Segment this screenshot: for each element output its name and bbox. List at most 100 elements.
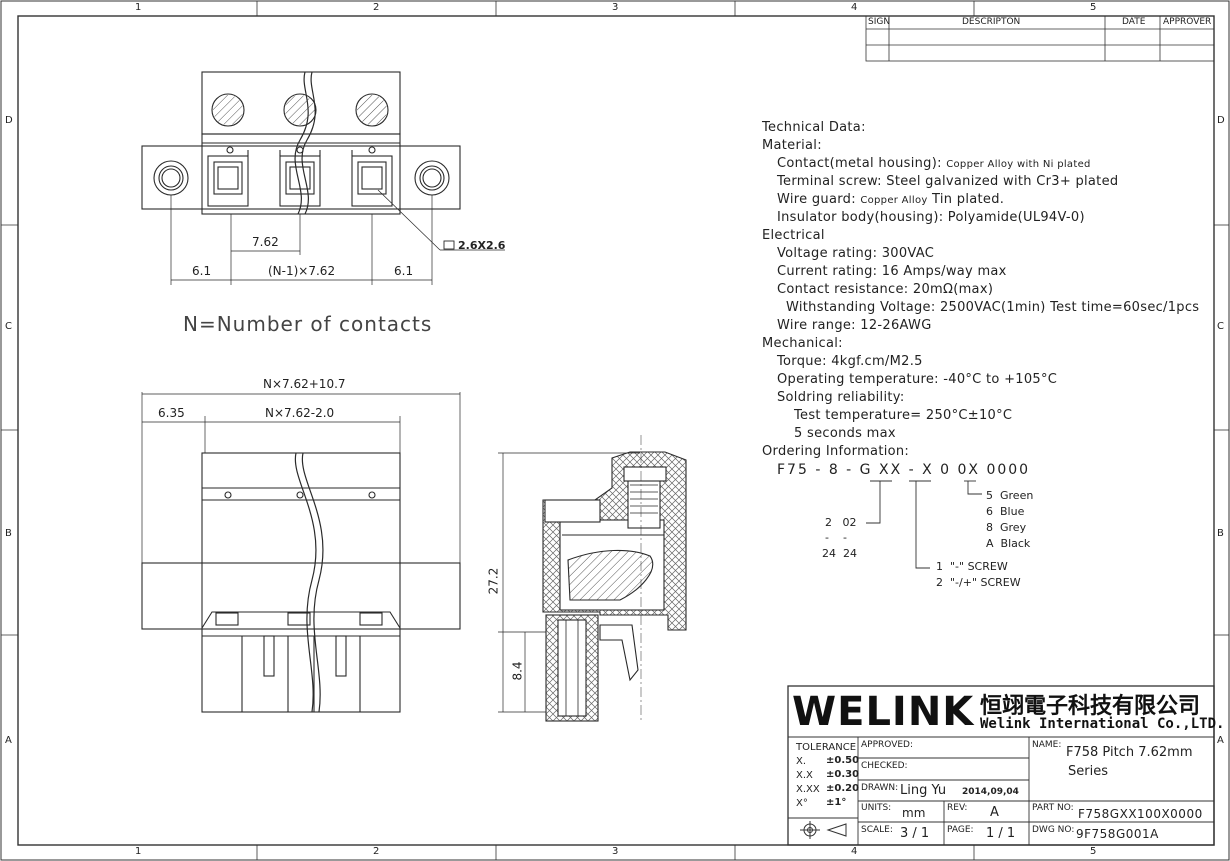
tech-contact-resistance: Contact resistance: 20mΩ(max) xyxy=(777,282,994,297)
dim-left-flange: 6.35 xyxy=(158,406,185,420)
scale-label: SCALE: xyxy=(861,825,893,835)
row-label-a-left: A xyxy=(5,735,12,746)
dim-left-offset: 6.1 xyxy=(192,264,212,278)
col-label-1-bottom: 1 xyxy=(135,846,142,857)
col-label-2-top: 2 xyxy=(373,2,380,13)
dim-span: (N-1)×7.62 xyxy=(268,264,336,278)
tech-withstanding-voltage: Withstanding Voltage: 2500VAC(1min) Test… xyxy=(786,300,1200,315)
title-block-lines xyxy=(787,685,1215,846)
row-label-b-right: B xyxy=(1217,528,1224,539)
ordering-color-blue: 6 Blue xyxy=(986,505,1025,518)
rev-value: A xyxy=(990,805,999,820)
name-line-2: Series xyxy=(1068,764,1108,779)
name-line-1: F758 Pitch 7.62mm xyxy=(1066,745,1193,760)
note-number-of-contacts: N=Number of contacts xyxy=(183,312,433,336)
drawn-label: DRAWN: xyxy=(861,783,899,793)
tech-material: Material: xyxy=(762,138,822,153)
col-label-5-bottom: 5 xyxy=(1090,846,1097,857)
dim-right-offset: 6.1 xyxy=(394,264,414,278)
revision-table xyxy=(865,15,1215,62)
row-label-d-right: D xyxy=(1217,115,1225,126)
page-label: PAGE: xyxy=(947,825,974,835)
row-label-b-left: B xyxy=(5,528,12,539)
tech-wire-guard-label: Wire guard: xyxy=(777,192,856,207)
row-label-a-right: A xyxy=(1217,735,1224,746)
col-label-1-top: 1 xyxy=(135,2,142,13)
dim-pitch: 7.62 xyxy=(252,235,279,249)
tech-wire-guard: Wire guard: Copper Alloy Tin plated. xyxy=(777,192,1004,207)
ordering-range-bot: 24 24 xyxy=(822,547,857,560)
front-view xyxy=(141,392,461,713)
tol-val-2: ±0.20 xyxy=(826,783,860,794)
tech-soldering: Soldring reliability: xyxy=(777,390,905,405)
tech-contact-label: Contact(metal housing): xyxy=(777,156,942,171)
tech-wire-guard-plating: Tin plated. xyxy=(932,192,1005,207)
ordering-screw-1: 1 "-" SCREW xyxy=(936,560,1008,573)
tech-mechanical: Mechanical: xyxy=(762,336,843,351)
tech-contact-value: Copper Alloy with Ni plated xyxy=(946,159,1091,170)
tol-key-3: X° xyxy=(796,798,808,809)
tech-ordering: Ordering Information: xyxy=(762,444,910,459)
rev-header-description: DESCRIPTON xyxy=(962,17,1021,27)
part-no-label: PART NO: xyxy=(1032,803,1074,813)
ordering-screw-2: 2 "-/+" SCREW xyxy=(936,576,1021,589)
tech-wire-range: Wire range: 12-26AWG xyxy=(777,318,932,333)
dim-height: 27.2 xyxy=(486,567,501,595)
ordering-leaders xyxy=(866,480,982,569)
tech-test-temp: Test temperature= 250°C±10°C xyxy=(794,408,1013,423)
ordering-range-top: 2 02 xyxy=(825,516,857,529)
dwg-no-label: DWG NO: xyxy=(1032,825,1075,835)
rev-header-approver: APPROVER xyxy=(1163,17,1212,27)
units-value: mm xyxy=(902,806,926,820)
tech-terminal-screw: Terminal screw: Steel galvanized with Cr… xyxy=(777,174,1119,189)
rev-label: REV: xyxy=(947,803,968,813)
tech-contact: Contact(metal housing): Copper Alloy wit… xyxy=(777,156,1091,171)
side-section-view xyxy=(498,435,687,723)
col-label-4-bottom: 4 xyxy=(851,846,858,857)
ordering-color-green: 5 Green xyxy=(986,489,1034,502)
ordering-code: F75 - 8 - G XX - X 0 0X 0000 xyxy=(777,462,1031,478)
name-label: NAME: xyxy=(1032,740,1062,750)
projection-symbol-icon xyxy=(800,821,847,839)
dwg-no-value: 9F758G001A xyxy=(1076,827,1159,841)
approved-label: APPROVED: xyxy=(861,740,913,750)
dim-lower-height: 8.4 xyxy=(510,661,525,681)
part-no-value: F758GXX100X0000 xyxy=(1078,807,1203,821)
row-label-d-left: D xyxy=(5,115,13,126)
company-name-en: Welink International Co.,LTD. xyxy=(980,716,1225,732)
dim-hole-callout: 2.6X2.6 xyxy=(458,239,506,252)
drawn-date: 2014,09,04 xyxy=(962,787,1019,797)
tol-val-3: ±1° xyxy=(826,797,847,808)
company-logo: WELINK xyxy=(792,689,975,735)
col-label-4-top: 4 xyxy=(851,2,858,13)
tech-voltage: Voltage rating: 300VAC xyxy=(777,246,935,261)
col-label-3-bottom: 3 xyxy=(612,846,619,857)
ordering-range-mid: - - xyxy=(825,531,847,544)
tech-torque: Torque: 4kgf.cm/M2.5 xyxy=(777,354,923,369)
col-label-3-top: 3 xyxy=(612,2,619,13)
rev-header-sign: SIGN xyxy=(868,17,891,27)
col-label-5-top: 5 xyxy=(1090,2,1097,13)
tolerance-label: TOLERANCE xyxy=(796,742,857,753)
company-name-cn: 恒翊電子科技有限公司 xyxy=(980,694,1201,719)
rev-header-date: DATE xyxy=(1122,17,1146,27)
tech-wire-guard-alloy: Copper Alloy xyxy=(860,195,928,206)
tol-key-2: X.XX xyxy=(796,784,820,795)
tol-key-1: X.X xyxy=(796,770,813,781)
tech-electrical: Electrical xyxy=(762,228,825,243)
scale-value: 3 / 1 xyxy=(900,826,930,841)
row-label-c-left: C xyxy=(5,321,12,332)
page-value: 1 / 1 xyxy=(986,826,1016,841)
tech-current: Current rating: 16 Amps/way max xyxy=(777,264,1007,279)
tol-val-1: ±0.30 xyxy=(826,769,860,780)
tol-key-0: X. xyxy=(796,756,807,767)
ordering-color-grey: 8 Grey xyxy=(986,521,1027,534)
dim-inner-width: N×7.62-2.0 xyxy=(265,406,335,420)
tech-heading: Technical Data: xyxy=(762,120,866,135)
tech-operating-temp: Operating temperature: -40°C to +105°C xyxy=(777,372,1058,387)
ordering-color-black: A Black xyxy=(986,537,1031,550)
top-view xyxy=(141,71,505,285)
checked-label: CHECKED: xyxy=(861,761,908,771)
col-label-2-bottom: 2 xyxy=(373,846,380,857)
